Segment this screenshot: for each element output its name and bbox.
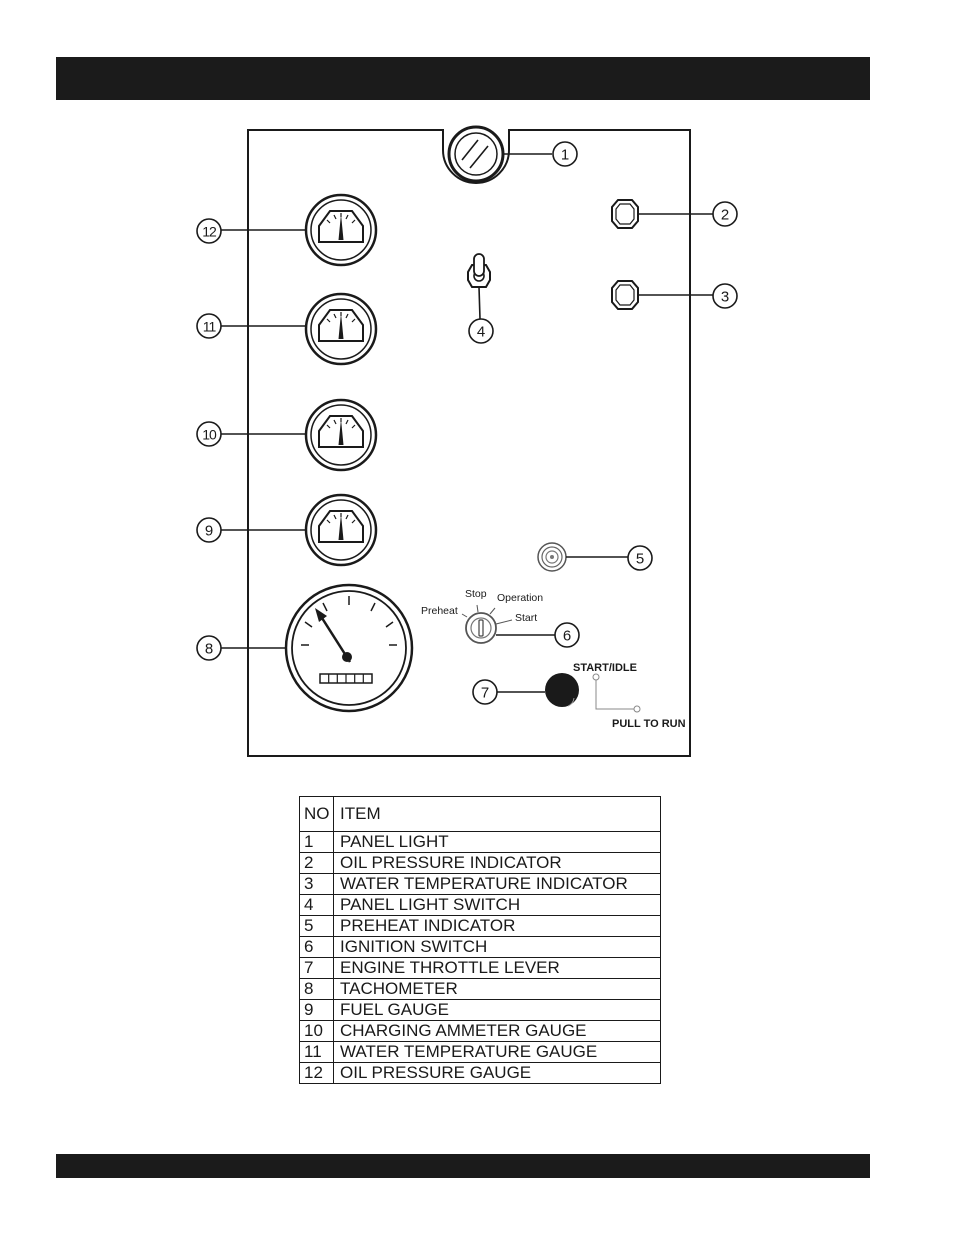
control-panel-diagram: Preheat Stop Operation Start START/IDLE … xyxy=(196,125,738,757)
ignition-label-operation: Operation xyxy=(497,592,543,604)
legend-row-number: 10 xyxy=(299,1020,334,1042)
header-bar xyxy=(56,57,870,100)
throttle-label-start-idle: START/IDLE xyxy=(573,662,637,674)
legend-row-item: WATER TEMPERATURE GAUGE xyxy=(333,1041,661,1063)
legend-row-number: 12 xyxy=(299,1062,334,1084)
ignition-label-preheat: Preheat xyxy=(421,605,458,617)
legend-row-item: OIL PRESSURE GAUGE xyxy=(333,1062,661,1084)
legend-row-number: 7 xyxy=(299,957,334,979)
legend-row-item: PREHEAT INDICATOR xyxy=(333,915,661,937)
legend-row-item: IGNITION SWITCH xyxy=(333,936,661,958)
callout-5: 5 xyxy=(636,551,644,568)
throttle-label-pull-to-run: PULL TO RUN xyxy=(612,718,686,730)
ignition-label-start: Start xyxy=(515,612,537,624)
callout-11: 11 xyxy=(203,319,217,335)
charging-ammeter-gauge xyxy=(304,398,378,472)
preheat-indicator xyxy=(537,542,567,572)
callout-2: 2 xyxy=(721,207,729,224)
legend-row-item: TACHOMETER xyxy=(333,978,661,1000)
oil-pressure-indicator xyxy=(611,199,639,229)
water-temperature-gauge xyxy=(304,292,378,366)
callout-7: 7 xyxy=(481,685,489,702)
callout-8: 8 xyxy=(205,641,213,658)
fuel-gauge xyxy=(304,493,378,567)
callout-6: 6 xyxy=(563,628,571,645)
engine-throttle-lever[interactable] xyxy=(545,673,641,713)
legend-row-item: PANEL LIGHT xyxy=(333,831,661,853)
callout-4: 4 xyxy=(477,324,485,341)
legend-row-number: 8 xyxy=(299,978,334,1000)
legend-row-item: ENGINE THROTTLE LEVER xyxy=(333,957,661,979)
callout-circles xyxy=(196,141,738,705)
callout-10: 10 xyxy=(202,427,217,443)
callout-3: 3 xyxy=(721,289,729,306)
legend-header-no: NO xyxy=(299,796,334,832)
legend-row-number: 5 xyxy=(299,915,334,937)
legend-header-row: NO ITEM xyxy=(299,796,661,832)
legend-row-number: 11 xyxy=(299,1041,334,1063)
ignition-label-stop: Stop xyxy=(465,588,487,600)
legend-row-item: PANEL LIGHT SWITCH xyxy=(333,894,661,916)
legend-row-number: 3 xyxy=(299,873,334,895)
oil-pressure-gauge xyxy=(304,193,378,267)
panel-light xyxy=(447,125,505,183)
callout-12: 12 xyxy=(202,224,217,240)
legend-row-item: WATER TEMPERATURE INDICATOR xyxy=(333,873,661,895)
legend-row-number: 4 xyxy=(299,894,334,916)
callout-1: 1 xyxy=(561,147,569,164)
legend-row-item: OIL PRESSURE INDICATOR xyxy=(333,852,661,874)
legend-header-item: ITEM xyxy=(333,796,661,832)
legend-row-item: CHARGING AMMETER GAUGE xyxy=(333,1020,661,1042)
legend-row-number: 9 xyxy=(299,999,334,1021)
legend-row-item: FUEL GAUGE xyxy=(333,999,661,1021)
legend-row-number: 2 xyxy=(299,852,334,874)
water-temperature-indicator xyxy=(611,280,639,310)
footer-bar xyxy=(56,1154,870,1178)
legend-row-number: 6 xyxy=(299,936,334,958)
ignition-switch[interactable] xyxy=(461,604,513,644)
tachometer xyxy=(284,583,414,713)
legend-row-number: 1 xyxy=(299,831,334,853)
callout-9: 9 xyxy=(205,523,213,540)
panel-light-switch[interactable] xyxy=(467,253,491,288)
leader-lines xyxy=(221,153,713,693)
